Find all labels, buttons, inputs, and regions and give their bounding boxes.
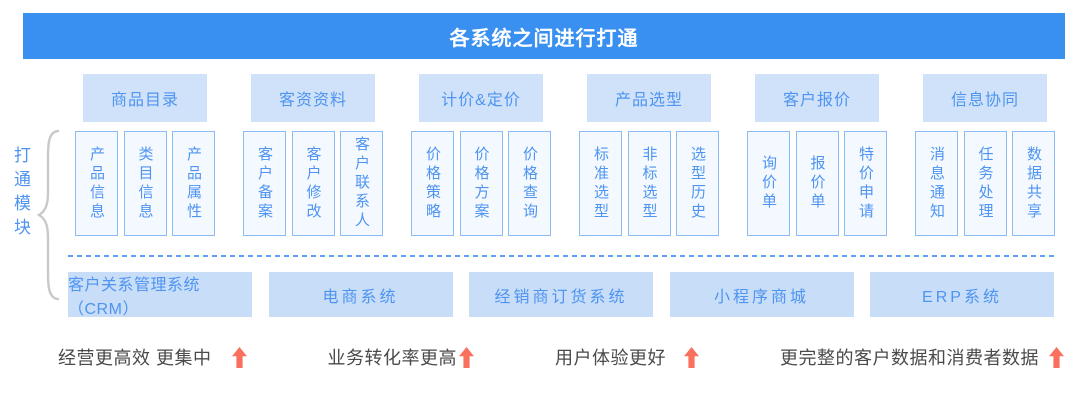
module-box: 标准选型	[579, 131, 622, 236]
column-header: 计价&定价	[419, 74, 543, 122]
module-column-quotation: 客户报价 询价单 报价单 特价申请	[747, 74, 887, 236]
benefit-item: 更完整的客户数据和消费者数据	[780, 344, 1064, 370]
system-box-erp: ERP系统	[870, 272, 1054, 317]
benefit-captions: 经营更高效 更集中 业务转化率更高 用户体验更好 更完整的客户数据和消费者数据	[58, 342, 1064, 372]
module-box: 询价单	[747, 131, 790, 236]
system-box-crm: 客户关系管理系统（CRM）	[68, 272, 252, 318]
column-header: 商品目录	[83, 74, 207, 122]
module-column-catalog: 商品目录 产品信息 类目信息 产品属性	[75, 74, 215, 236]
up-arrow-icon	[1048, 346, 1064, 368]
column-header: 客资资料	[251, 74, 375, 122]
column-header: 产品选型	[587, 74, 711, 122]
module-column-customer-info: 客资资料 客户备案 客户修改 客户联系人	[243, 74, 383, 236]
module-box: 非标选型	[627, 131, 671, 236]
benefit-item: 经营更高效 更集中	[58, 344, 247, 370]
module-box: 类目信息	[123, 131, 167, 236]
module-box: 价格方案	[459, 131, 503, 236]
module-box: 客户联系人	[340, 131, 383, 236]
up-arrow-icon	[459, 346, 474, 368]
module-box: 消息通知	[915, 131, 958, 236]
curly-brace-icon	[36, 127, 62, 308]
side-label-modules: 打通模块	[11, 146, 30, 242]
up-arrow-icon	[231, 346, 247, 368]
column-header: 信息协同	[923, 74, 1047, 122]
diagram-title: 各系统之间进行打通	[449, 27, 639, 50]
module-box: 价格策略	[411, 131, 454, 236]
module-box: 特价申请	[844, 131, 887, 236]
module-columns: 商品目录 产品信息 类目信息 产品属性 客资资料 客户备案 客户修改 客户联系人…	[75, 74, 1055, 236]
module-column-collaboration: 信息协同 消息通知 任务处理 数据共享	[915, 74, 1055, 236]
module-box: 报价单	[795, 131, 839, 236]
benefit-item: 用户体验更好	[555, 344, 699, 370]
column-header: 客户报价	[755, 74, 879, 122]
module-column-pricing: 计价&定价 价格策略 价格方案 价格查询	[411, 74, 551, 236]
benefit-item: 业务转化率更高	[328, 344, 474, 370]
system-box-distributor: 经销商订货系统	[469, 272, 653, 317]
title-banner: 各系统之间进行打通	[23, 13, 1065, 59]
module-box: 数据共享	[1012, 131, 1055, 236]
system-box-miniprogram: 小程序商城	[669, 272, 854, 317]
module-box: 价格查询	[508, 131, 551, 236]
system-row: 客户关系管理系统（CRM） 电商系统 经销商订货系统 小程序商城 ERP系统	[68, 272, 1054, 318]
module-box: 任务处理	[963, 131, 1007, 236]
module-box: 客户修改	[291, 131, 335, 236]
module-box: 选型历史	[676, 131, 719, 236]
system-box-ecommerce: 电商系统	[268, 272, 453, 317]
module-box: 客户备案	[243, 131, 286, 236]
up-arrow-icon	[683, 346, 699, 368]
module-box: 产品信息	[75, 131, 118, 236]
module-box: 产品属性	[172, 131, 215, 236]
dashed-divider	[68, 255, 1054, 257]
module-column-selection: 产品选型 标准选型 非标选型 选型历史	[579, 74, 719, 236]
